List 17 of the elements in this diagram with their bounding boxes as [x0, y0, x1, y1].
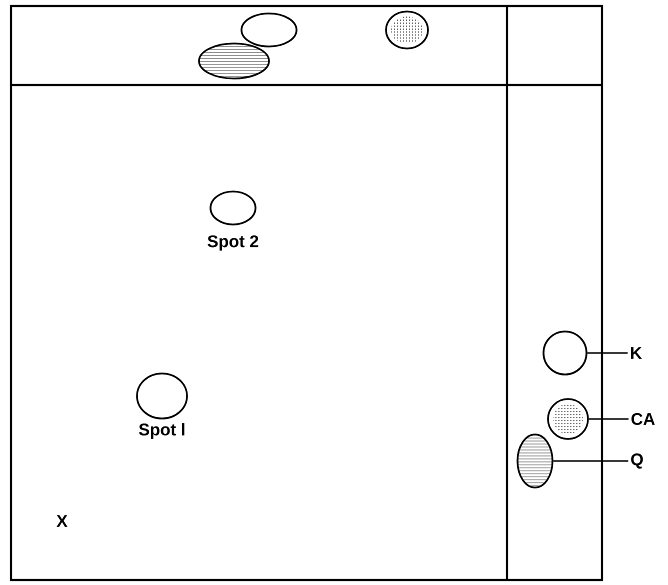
spot	[385, 10, 429, 50]
spot-label: Q	[631, 453, 643, 469]
leader-line	[588, 418, 629, 420]
spot-label: CA	[631, 413, 655, 425]
spot	[136, 372, 188, 420]
spot-label: Spot l	[138, 423, 184, 439]
spot	[542, 330, 588, 376]
leader-line	[553, 460, 628, 462]
spot-label: K	[631, 347, 642, 359]
leader-line	[587, 352, 628, 354]
spot	[210, 190, 256, 226]
origin-mark: X	[56, 515, 68, 527]
spot-label: Spot 2	[208, 235, 258, 251]
spot	[516, 434, 554, 488]
spot	[198, 42, 270, 80]
spot	[547, 398, 589, 440]
spot	[240, 12, 298, 48]
